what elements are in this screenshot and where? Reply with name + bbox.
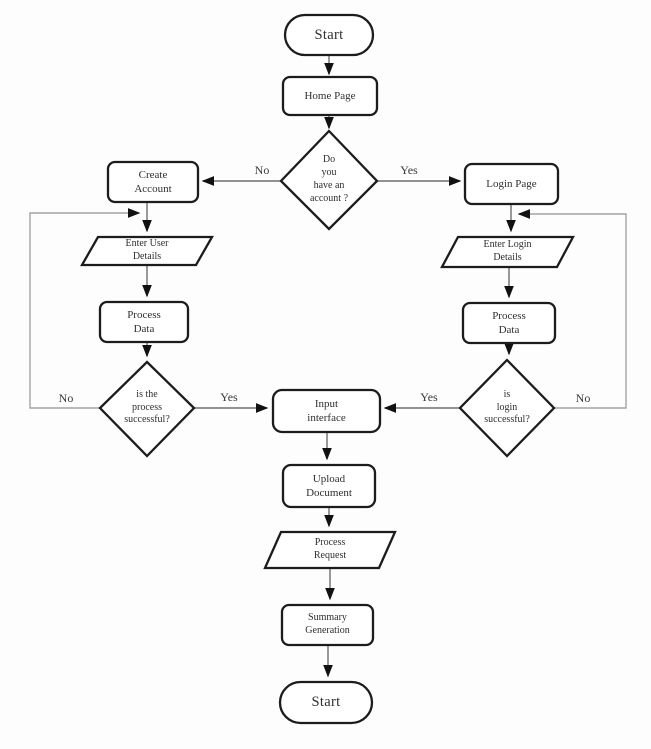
process-summary-generation — [280, 603, 375, 647]
process-login-page — [463, 162, 560, 206]
connector-loop-login-no — [517, 209, 627, 409]
io-enter-login-details — [440, 235, 575, 269]
process-home-page — [281, 75, 379, 117]
process-data-right — [461, 301, 557, 345]
process-create-account — [106, 160, 200, 204]
io-process-request — [263, 530, 397, 570]
process-upload-document — [281, 463, 377, 509]
connector-loop-process-no — [29, 208, 141, 409]
process-data-left — [98, 300, 190, 344]
decision-login-successful — [458, 358, 556, 458]
terminator-start-top — [283, 13, 375, 57]
decision-process-successful — [98, 360, 196, 458]
decision-have-account — [279, 129, 379, 231]
process-input-interface — [271, 388, 382, 434]
io-enter-user-details — [80, 235, 214, 267]
terminator-start-bottom — [278, 680, 374, 725]
